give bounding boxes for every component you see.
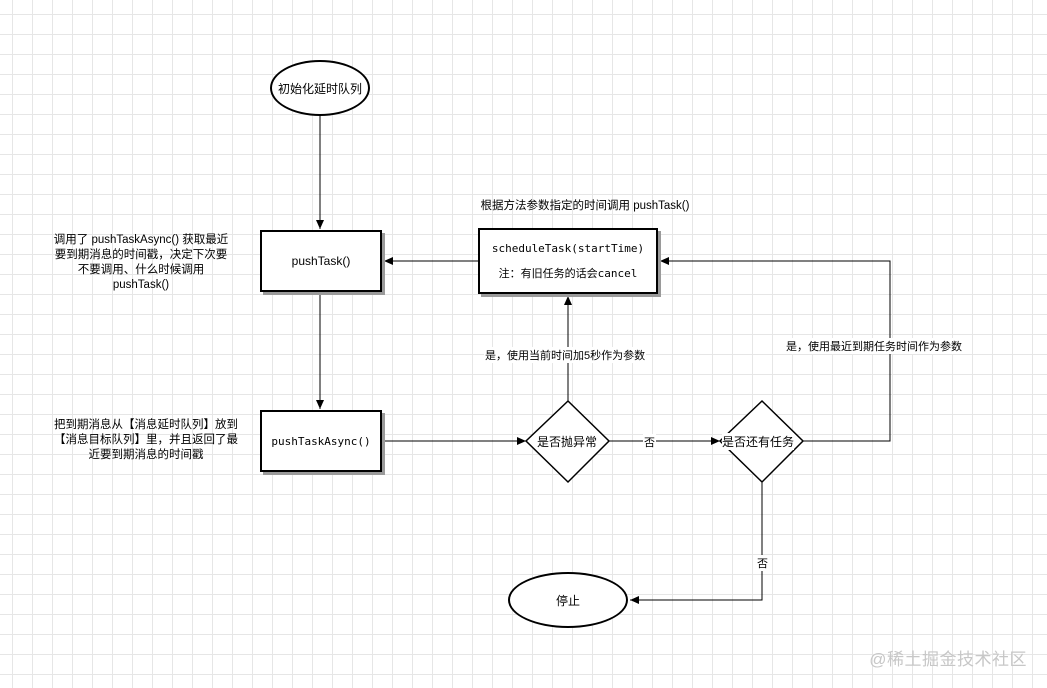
watermark: @稀土掘金技术社区 [869, 650, 1027, 669]
push-task-note: 调用了 pushTaskAsync() 获取最近要到期消息的时间戳，决定下次要不… [53, 234, 229, 291]
task-decision-label: 是否还有任务 [722, 433, 795, 450]
schedule-task-node: scheduleTask(startTime) 注：有旧任务的话会cancel [478, 228, 658, 294]
stop-label: 停止 [555, 593, 580, 608]
exception-decision-label: 是否抛异常 [537, 433, 598, 450]
push-task-async-node: pushTaskAsync() [260, 410, 382, 472]
schedule-note: 根据方法参数指定的时间调用 pushTask() [480, 200, 690, 212]
init-node: 初始化延时队列 [270, 60, 370, 116]
task-yes-label: 是，使用最近到期任务时间作为参数 [785, 338, 963, 354]
exception-no-label: 否 [643, 434, 656, 450]
push-task-async-label: pushTaskAsync() [271, 434, 371, 448]
init-label: 初始化延时队列 [277, 81, 362, 96]
push-task-async-note: 把到期消息从【消息延时队列】放到【消息目标队列】里，并且返回了最近要到期消息的时… [54, 419, 238, 461]
push-task-node: pushTask() [260, 230, 382, 292]
stop-node: 停止 [508, 572, 628, 628]
schedule-task-line2: 注：有旧任务的话会cancel [498, 266, 638, 280]
push-task-label: pushTask() [291, 254, 351, 268]
schedule-task-line1: scheduleTask(startTime) [491, 241, 645, 255]
edge-task-no [630, 482, 763, 604]
task-no-label: 否 [756, 555, 769, 571]
exception-yes-label: 是，使用当前时间加5秒作为参数 [484, 347, 647, 363]
